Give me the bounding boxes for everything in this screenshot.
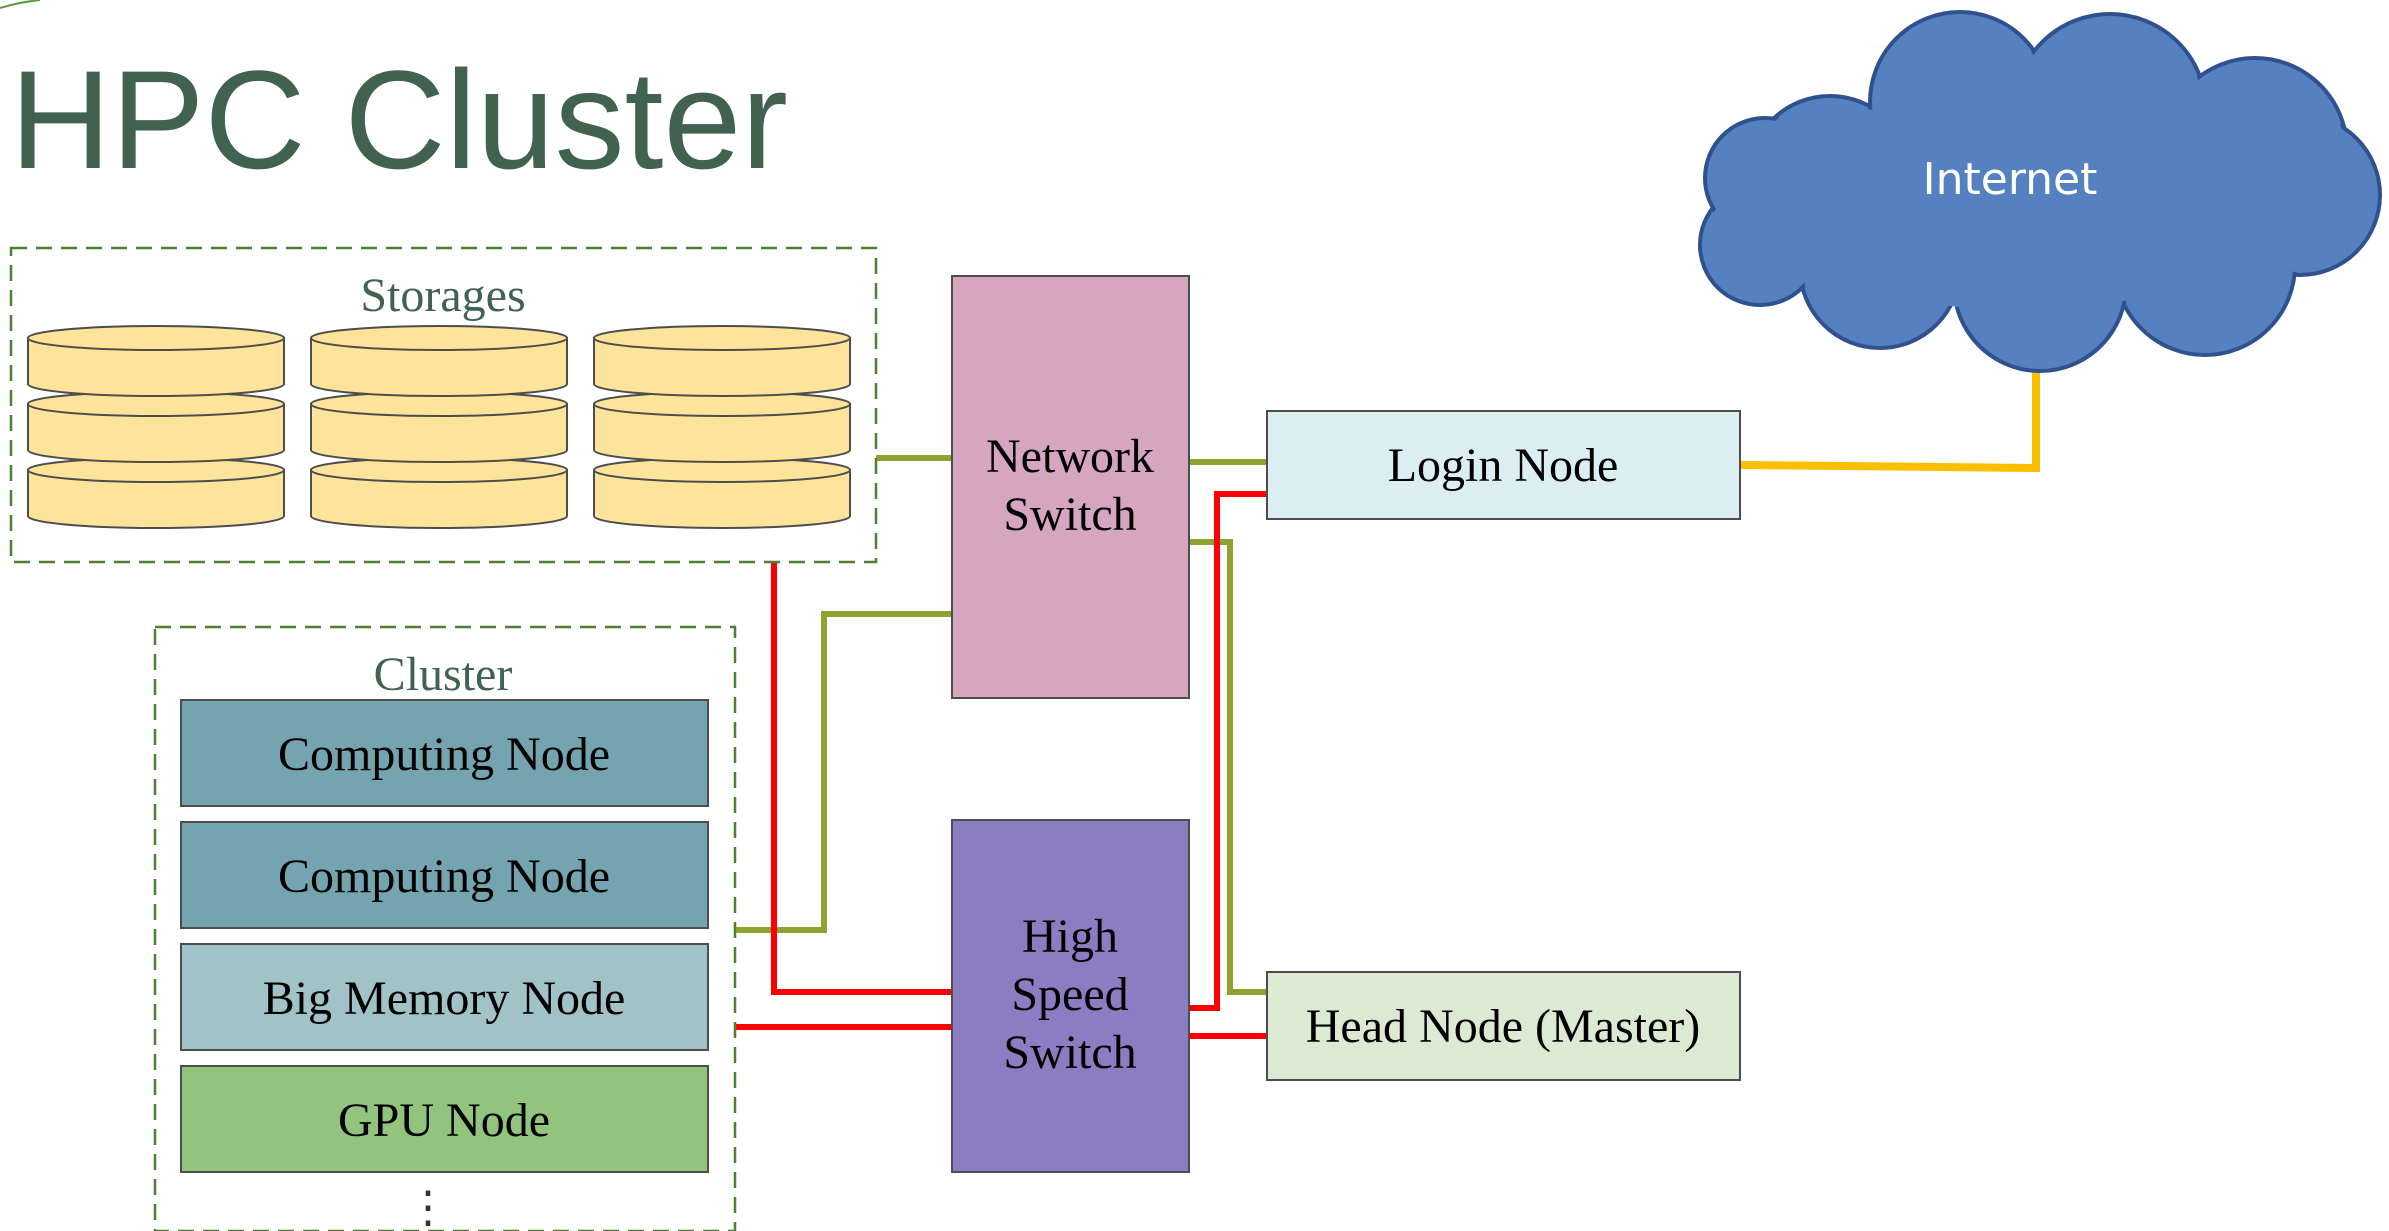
- high-speed-switch-box: [951, 819, 1190, 1173]
- storage-disk-body: [310, 337, 568, 397]
- link-hs-switch-login: [1189, 491, 1267, 1011]
- network-switch-label-1: Network: [986, 430, 1154, 483]
- high-speed-links: [735, 491, 1267, 1039]
- storages-border: [9, 246, 878, 564]
- link-cluster-network-switch: [735, 611, 952, 933]
- storage-disk-stack: [593, 325, 851, 529]
- link-network-switch-head: [1189, 539, 1267, 995]
- storage-disk-body: [593, 337, 851, 397]
- storage-disk-body: [27, 469, 285, 529]
- cluster-border: [153, 625, 737, 1231]
- storage-disk-body: [310, 403, 568, 463]
- high-speed-switch-label-1: High: [1022, 910, 1118, 963]
- big-memory-node-label: Big Memory Node: [263, 972, 626, 1025]
- network-switch: Network Switch: [951, 275, 1190, 699]
- storage-disk-body: [27, 337, 285, 397]
- storage-disk-stack: [27, 325, 285, 529]
- storage-disk-body: [27, 403, 285, 463]
- link-storage-hs-switch: [771, 562, 952, 995]
- big-memory-node-box: [180, 943, 709, 1051]
- head-node-label: Head Node (Master): [1306, 1000, 1701, 1053]
- computing-node-box-2: [180, 821, 709, 929]
- storage-disk-body: [310, 469, 568, 529]
- cluster-label: Cluster: [374, 648, 513, 701]
- page-title: HPC Cluster: [10, 41, 788, 198]
- internet-cloud: Internet: [1698, 10, 2382, 373]
- login-node-box: [1266, 410, 1741, 520]
- storage-disk-body: [593, 403, 851, 463]
- login-node-label: Login Node: [1388, 439, 1619, 492]
- high-speed-switch-label-3: Switch: [1003, 1026, 1136, 1079]
- login-node: Login Node: [1266, 410, 1741, 520]
- storages-label: Storages: [360, 269, 525, 322]
- head-node-box: [1266, 971, 1741, 1081]
- storage-disk-body: [593, 469, 851, 529]
- internet-label: Internet: [1923, 154, 2098, 205]
- gpu-node-box: [180, 1065, 709, 1173]
- cluster-group: Cluster Computing Node Computing Node Bi…: [153, 625, 737, 1231]
- computing-node-box-1: [180, 699, 709, 807]
- storage-disk-top: [27, 325, 285, 351]
- storage-disk-stacks: [27, 325, 851, 529]
- high-speed-switch: High Speed Switch: [951, 819, 1190, 1173]
- storages-group: Storages: [9, 246, 878, 564]
- network-switch-box: [951, 275, 1190, 699]
- link-login-internet: [1739, 368, 2040, 473]
- more-nodes-ellipsis: ⋮: [406, 1183, 450, 1231]
- gpu-node-label: GPU Node: [338, 1094, 550, 1147]
- high-speed-switch-label-2: Speed: [1011, 968, 1128, 1021]
- ethernet-links: [735, 455, 1267, 995]
- computing-node-label-1: Computing Node: [278, 728, 610, 781]
- corner-accent: [0, 0, 41, 9]
- storage-disk-stack: [310, 325, 568, 529]
- network-switch-label-2: Switch: [1003, 488, 1136, 541]
- storage-disk-top: [593, 325, 851, 351]
- computing-node-label-2: Computing Node: [278, 850, 610, 903]
- storage-disk-top: [310, 325, 568, 351]
- head-node: Head Node (Master): [1266, 971, 1741, 1081]
